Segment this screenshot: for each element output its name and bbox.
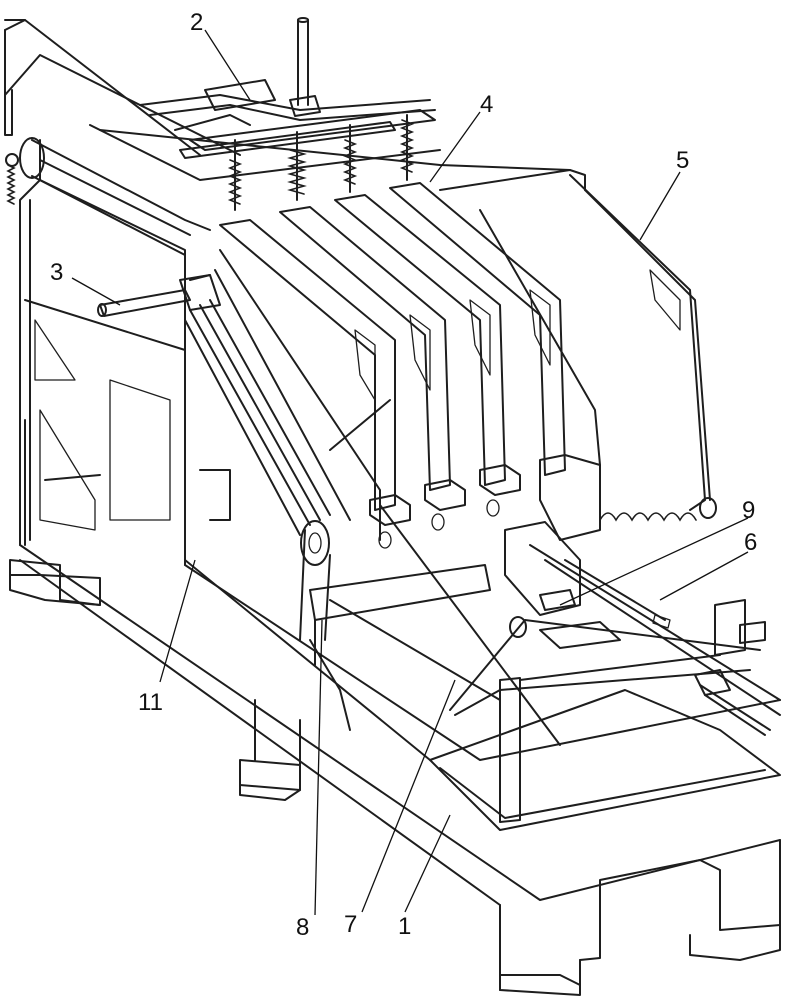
label-1: 1 xyxy=(398,913,411,940)
top-springs xyxy=(227,114,415,211)
label-9: 9 xyxy=(742,497,755,524)
left-side-frame xyxy=(19,139,186,566)
label-2: 2 xyxy=(190,9,203,36)
conveyor-belts xyxy=(184,249,391,641)
label-7: 7 xyxy=(344,911,357,938)
guide-rails xyxy=(19,124,571,256)
lever-6 xyxy=(564,559,671,629)
callouts: 2 3 4 5 9 6 11 8 7 1 xyxy=(50,9,757,941)
base-frame xyxy=(9,544,781,996)
label-5: 5 xyxy=(676,147,689,174)
label-4: 4 xyxy=(480,91,493,118)
top-gantry xyxy=(4,17,436,205)
label-3: 3 xyxy=(50,259,63,286)
label-8: 8 xyxy=(296,914,309,941)
box-9 xyxy=(504,521,581,616)
label-11: 11 xyxy=(138,689,163,716)
right-plate-5 xyxy=(439,169,717,522)
shaft-3 xyxy=(97,274,221,317)
label-6: 6 xyxy=(744,529,757,556)
carriage-7 xyxy=(449,599,771,823)
